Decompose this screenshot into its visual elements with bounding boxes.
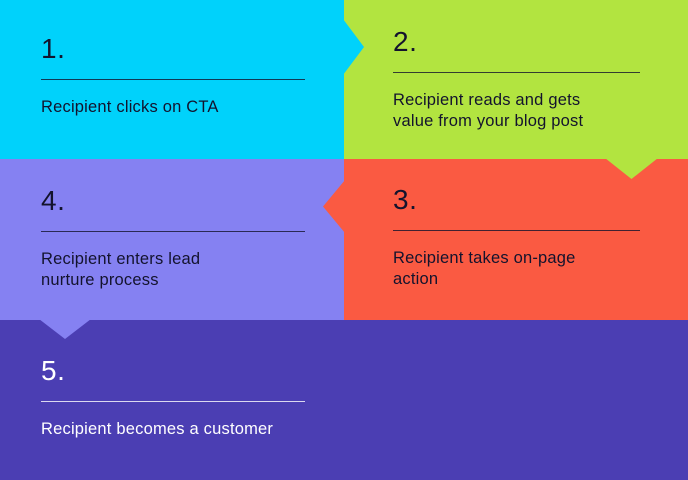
step-3-divider-line <box>393 230 640 231</box>
step-5-description: Recipient becomes a customer <box>41 419 688 440</box>
step-2-description-line: Recipient reads and gets <box>393 91 581 109</box>
step-5-number: 5. <box>41 355 66 386</box>
step-4-block: 4. Recipient enters lead nurture process <box>0 159 344 320</box>
step-5-divider-line <box>41 401 305 402</box>
step-3-block: 3. Recipient takes on-page action <box>344 159 688 320</box>
step-3-description-line: Recipient takes on-page <box>393 249 576 267</box>
step-2-block: 2. Recipient reads and gets value from y… <box>344 0 688 159</box>
step-2-description-line: value from your blog post <box>393 112 584 130</box>
step-2-description: Recipient reads and gets value from your… <box>393 90 688 132</box>
step-4-number: 4. <box>41 185 66 216</box>
step-1-divider-line <box>41 79 305 80</box>
step-4-description-line: nurture process <box>41 271 159 289</box>
step-1-block: 1. Recipient clicks on CTA <box>0 0 344 159</box>
step-2-number: 2. <box>393 26 418 57</box>
step-4-description: Recipient enters lead nurture process <box>41 249 344 291</box>
step-1-description: Recipient clicks on CTA <box>41 97 344 118</box>
step-1-description-line: Recipient clicks on CTA <box>41 98 219 116</box>
step-4-divider-line <box>41 231 305 232</box>
step-5-description-line: Recipient becomes a customer <box>41 420 274 438</box>
step-3-number: 3. <box>393 184 418 215</box>
step-1-number: 1. <box>41 33 66 64</box>
step-4-description-line: Recipient enters lead <box>41 250 201 268</box>
step-3-description: Recipient takes on-page action <box>393 248 688 290</box>
step-5-block: 5. Recipient becomes a customer <box>0 320 688 480</box>
step-3-description-line: action <box>393 270 439 288</box>
step-2-divider-line <box>393 72 640 73</box>
